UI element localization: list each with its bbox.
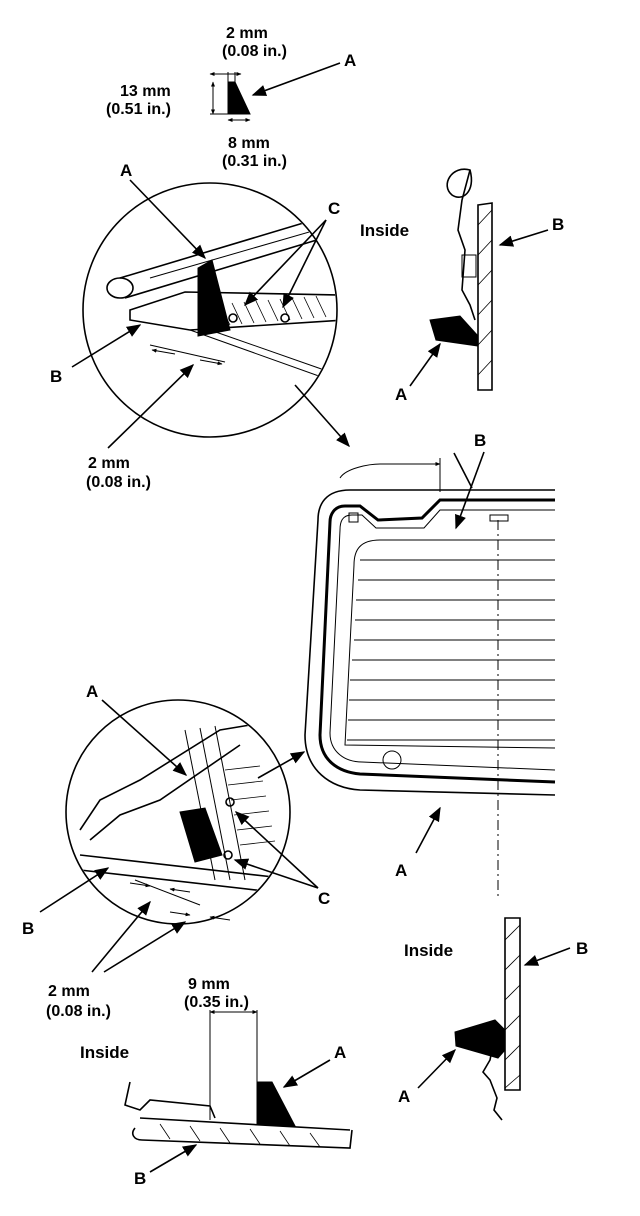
label-b-upper-circle: B	[50, 367, 62, 386]
dam-profile-detail: 2 mm (0.08 in.) 13 mm (0.51 in.) 8 mm (0…	[106, 25, 356, 170]
dam-profile-wedge	[227, 81, 251, 115]
height-in: (0.51 in.)	[106, 101, 171, 118]
label-a-upper-circle: A	[120, 161, 132, 180]
offset-in: (0.35 in.)	[184, 994, 249, 1011]
label-b-window: B	[474, 431, 486, 450]
offset-mm: 9 mm	[188, 976, 230, 993]
label-inside-lower-right: Inside	[404, 941, 453, 960]
label-a-lower-right: A	[398, 1087, 410, 1106]
top-width-mm: 2 mm	[226, 25, 268, 42]
label-inside-lower-left: Inside	[80, 1043, 129, 1062]
label-b-lower-circle: B	[22, 919, 34, 938]
label-b-lower-right: B	[576, 939, 588, 958]
label-a-lower-left: A	[334, 1043, 346, 1062]
label-a-window: A	[395, 861, 407, 880]
label-c-upper-circle: C	[328, 199, 340, 218]
label-inside-upper: Inside	[360, 221, 409, 240]
lower-dam-wedge	[179, 807, 223, 863]
upper-gap-in: (0.08 in.)	[86, 474, 151, 491]
label-a-lower-circle: A	[86, 682, 98, 701]
upper-circle-detail: A C B 2 mm (0.08 in.)	[50, 161, 350, 491]
label-a-top: A	[344, 51, 356, 70]
label-a-upper-right: A	[395, 385, 407, 404]
label-b-lower-left: B	[134, 1169, 146, 1188]
upper-right-dam-wedge	[429, 315, 479, 347]
top-width-in: (0.08 in.)	[222, 43, 287, 60]
base-mm: 8 mm	[228, 135, 270, 152]
lower-right-section: Inside B A	[398, 917, 588, 1121]
upper-gap-mm: 2 mm	[88, 455, 130, 472]
lower-left-dam-wedge	[256, 1081, 296, 1127]
lower-gap-in: (0.08 in.)	[46, 1003, 111, 1020]
base-in: (0.31 in.)	[222, 153, 287, 170]
lower-circle-detail: A C B 2 mm (0.08 in.)	[22, 682, 330, 1020]
height-mm: 13 mm	[120, 83, 171, 100]
lower-left-section: 9 mm (0.35 in.) Inside A B	[80, 976, 353, 1188]
label-c-lower-circle: C	[318, 889, 330, 908]
rear-window-view: B A	[304, 431, 556, 900]
upper-right-section: Inside B A	[360, 168, 564, 404]
label-b-upper-right: B	[552, 215, 564, 234]
upper-dam-wedge	[197, 259, 231, 337]
lower-right-dam-wedge	[454, 1019, 506, 1059]
lower-gap-mm: 2 mm	[48, 983, 90, 1000]
